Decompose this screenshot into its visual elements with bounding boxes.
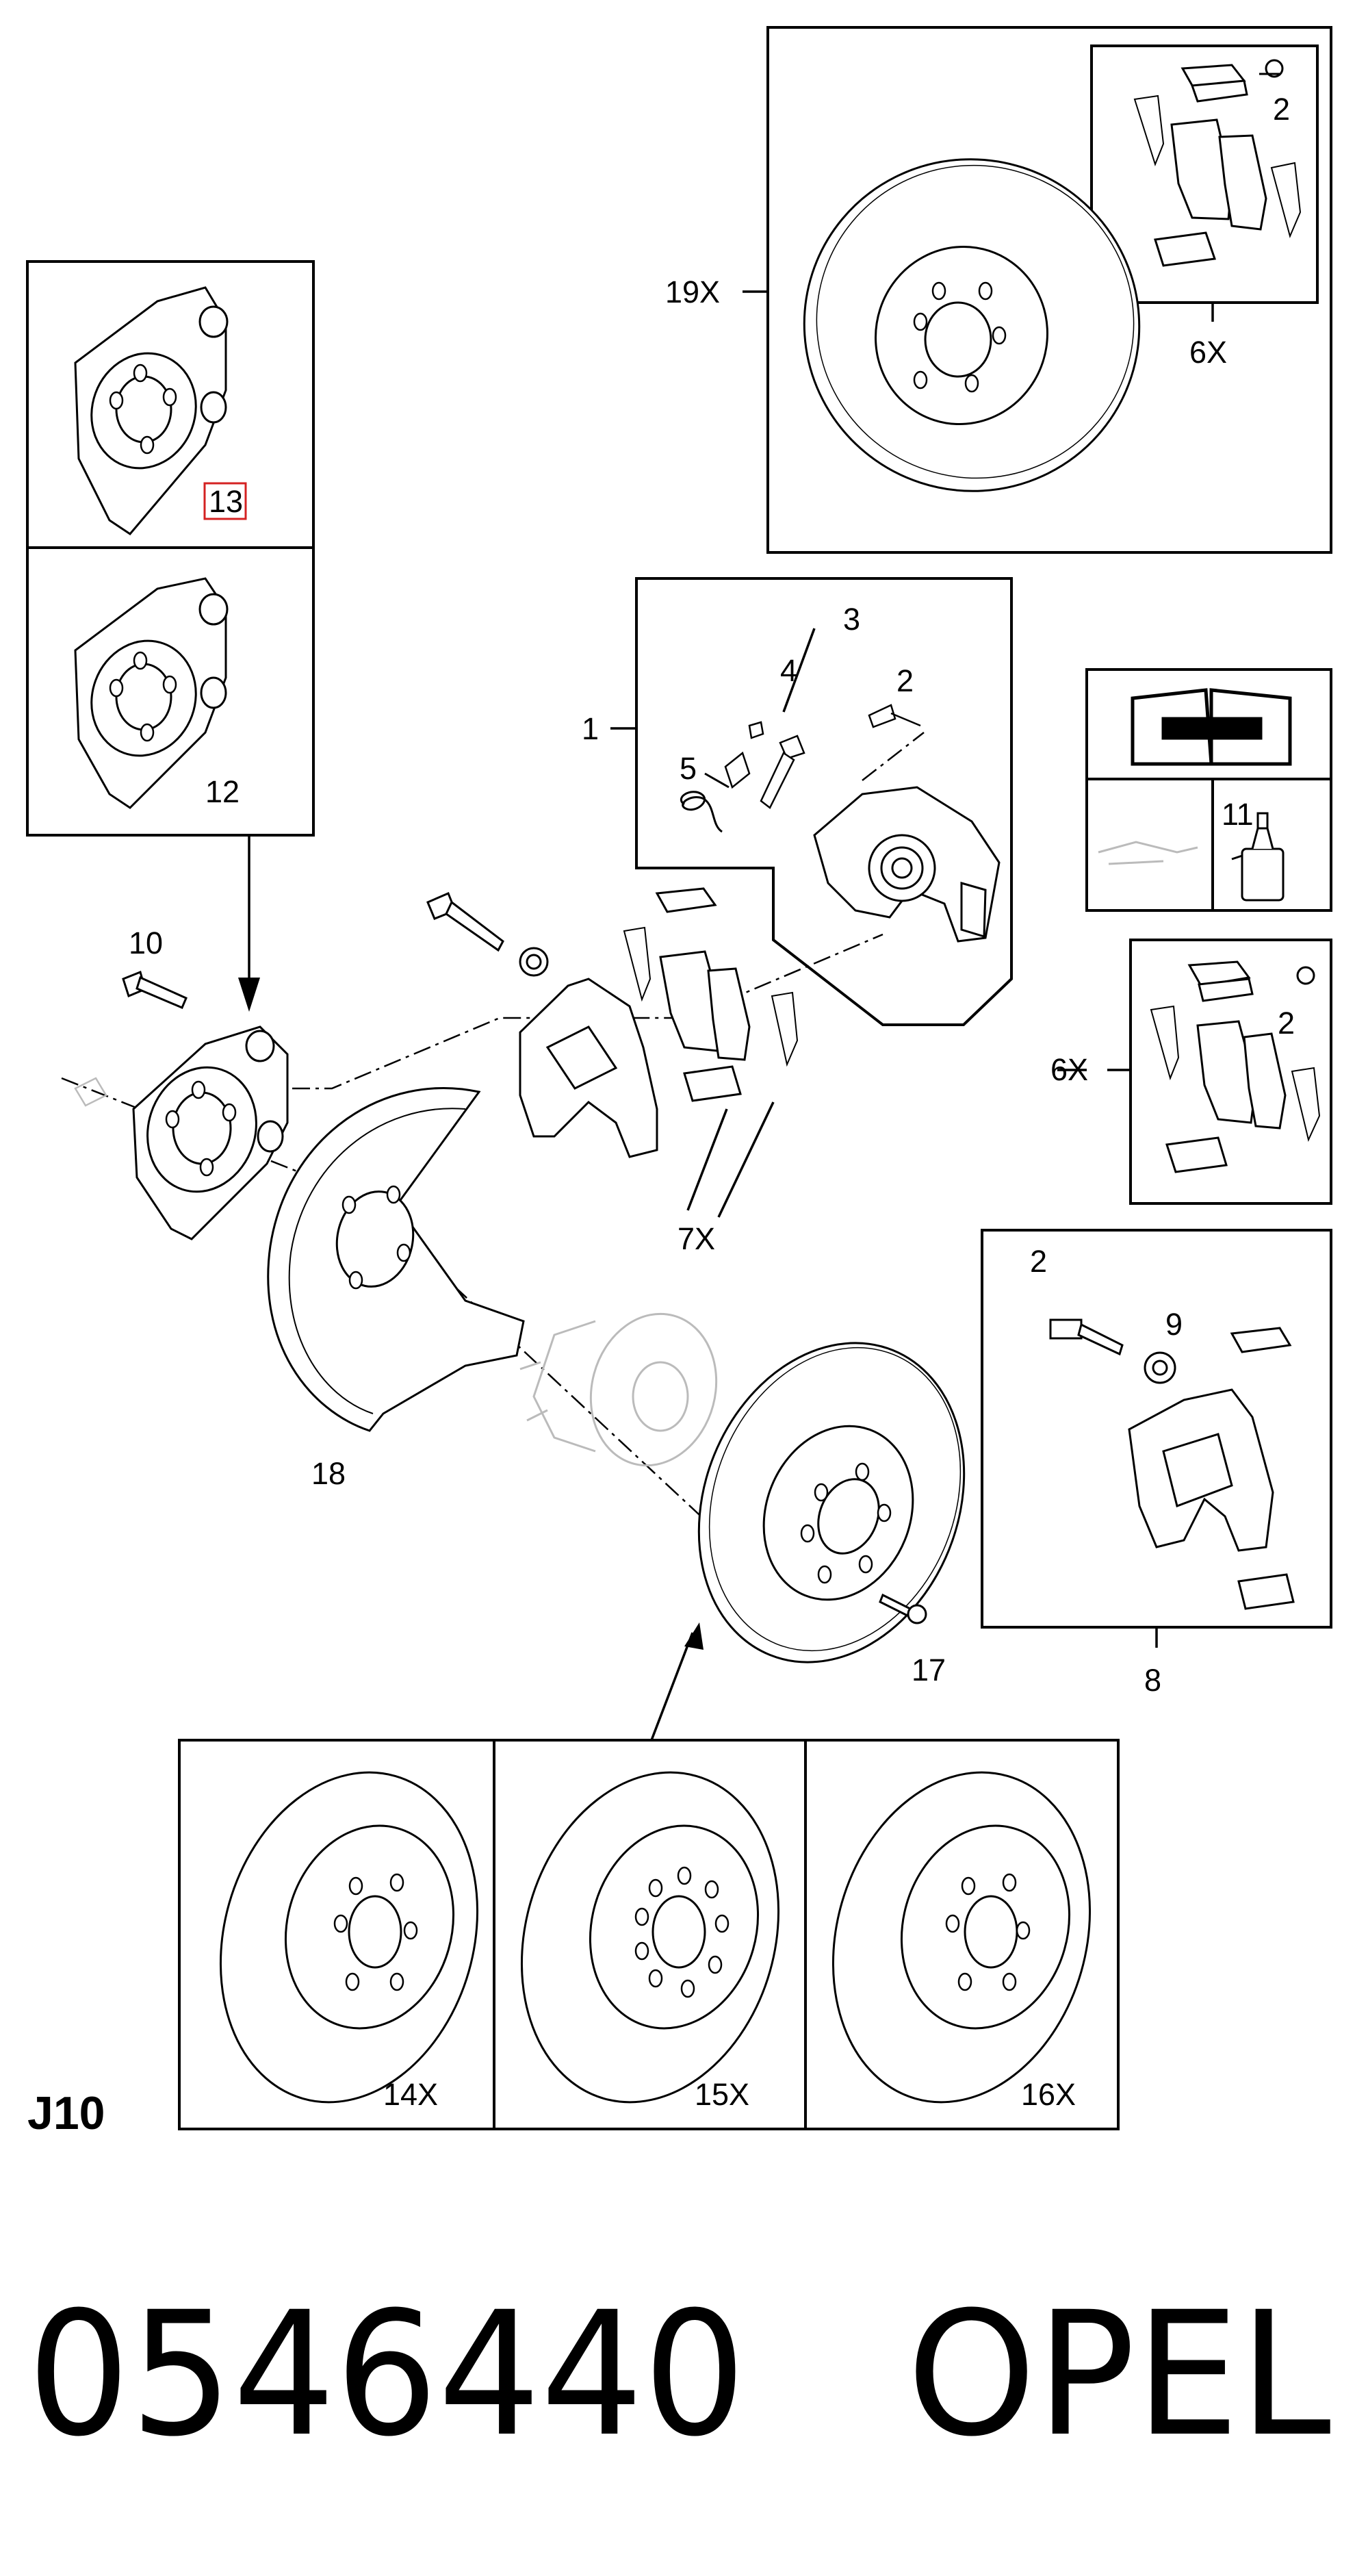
callout-4[interactable]: 4 [780,653,797,688]
callout-13-highlight-box [203,482,247,520]
callout-17[interactable]: 17 [912,1653,946,1687]
callout-6-mid[interactable]: 6X [1050,1052,1088,1087]
disc-variant-16-illustration [831,1771,1092,2104]
callout-5[interactable]: 5 [680,751,697,786]
callout-15[interactable]: 15X [695,2077,749,2112]
callout-7[interactable]: 7X [678,1221,715,1256]
callout-19[interactable]: 19X [665,275,720,309]
screw-17-illustration [879,1593,927,1624]
box-service-kit [1085,668,1332,912]
caliper-assembly-illustration [724,704,1001,943]
hub-mount-plate-illustration [132,1025,289,1240]
callout-2-carrier[interactable]: 2 [1030,1244,1047,1279]
service-manual-icon [1131,688,1292,766]
callout-labels: 19X 2 6X 13 12 3 4 2 1 5 11 10 2 6X 7X 2… [129,92,1295,2112]
box-disc-variants [178,1739,1120,2130]
disc-variant-14-illustration [219,1771,479,2104]
callout-8[interactable]: 8 [1144,1663,1161,1698]
callout-9[interactable]: 9 [1165,1307,1183,1342]
callout-3[interactable]: 3 [843,602,860,637]
callout-14[interactable]: 14X [383,2077,438,2112]
callout-6-top[interactable]: 6X [1189,335,1227,370]
callout-11[interactable]: 11 [1222,797,1254,832]
wheel-hub-ghost-illustration [519,1312,718,1467]
grease-tube-illustration [1231,812,1285,902]
callout-16[interactable]: 16X [1021,2077,1076,2112]
box-pad-set-mid [1129,939,1332,1205]
brake-disc-19-illustration [803,158,1141,492]
backing-plate-12-illustration [74,577,229,809]
callout-13[interactable]: 13 [209,484,243,519]
section-code: J10 [27,2087,105,2139]
brake-disc-main-illustration [697,1342,966,1663]
callout-12[interactable]: 12 [205,774,240,809]
callout-10[interactable]: 10 [129,926,163,960]
callout-2-pad-top[interactable]: 2 [1273,92,1290,127]
pad-set-7-illustration [623,887,799,1102]
caliper-carrier-illustration [519,978,658,1158]
box-caliper-assembly [635,577,1013,1026]
part-number: 0546440 [27,2275,746,2474]
ghost-nut-left [74,1077,107,1107]
disc-variant-15-illustration [520,1771,780,2104]
guide-pin-illustration [426,892,549,977]
callout-2-pad-mid[interactable]: 2 [1278,1006,1295,1041]
callout-1[interactable]: 1 [582,711,599,746]
dust-shield-18-illustration [267,1087,525,1432]
backing-plate-13-illustration [74,286,229,535]
carrier-kit-illustration [1049,1318,1295,1610]
box-disc-19 [766,26,1332,554]
bolt-10-illustration [122,970,188,1009]
pad-set-top-illustration [1133,59,1302,267]
callout-2-caliper[interactable]: 2 [896,663,914,698]
pad-set-mid-illustration [1150,960,1321,1173]
grease-ghost-icon [1098,841,1198,865]
box-pad-set-top [1090,44,1319,304]
callout-18[interactable]: 18 [311,1456,346,1491]
brand-name: OPEL [907,2275,1331,2474]
